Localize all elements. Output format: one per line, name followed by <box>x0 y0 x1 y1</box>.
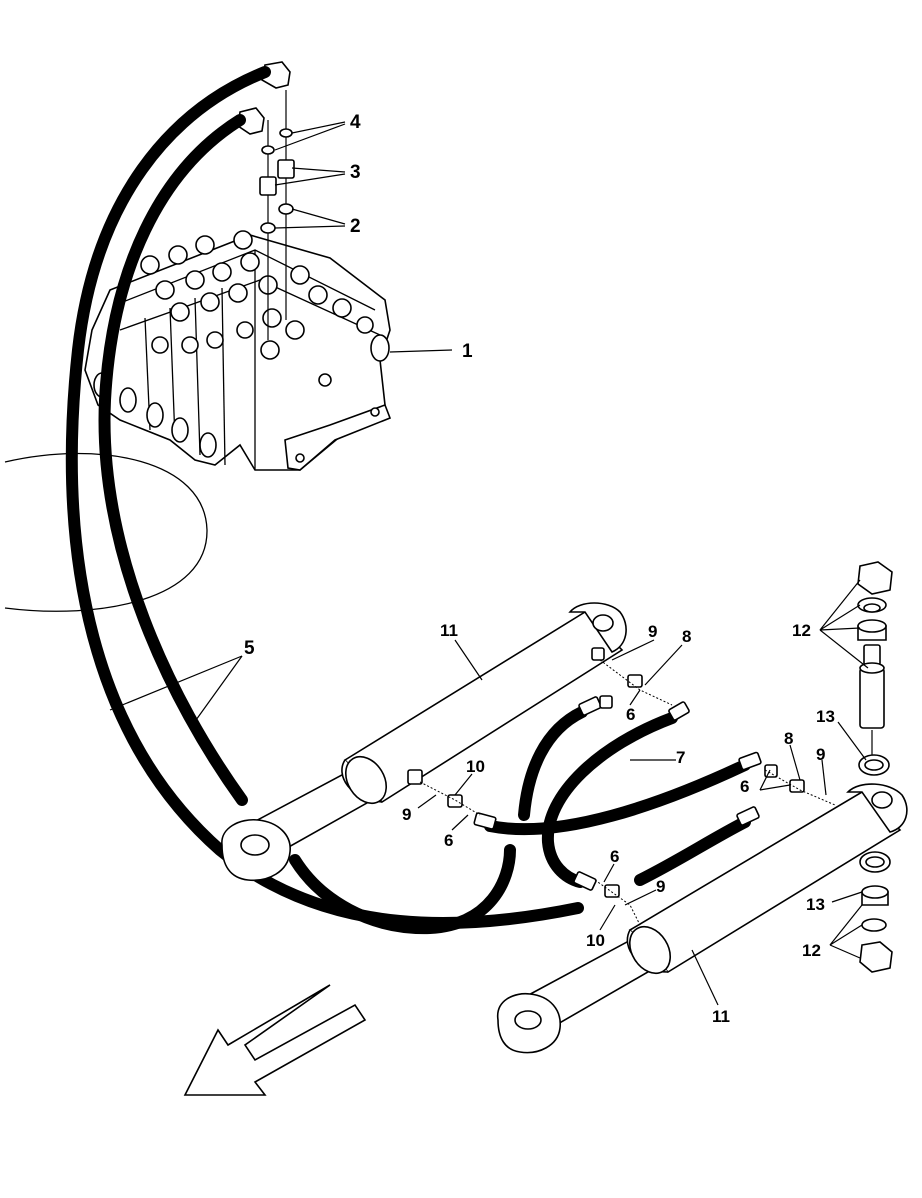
callout-9-left: 9 <box>402 805 411 824</box>
callout-7: 7 <box>676 748 685 767</box>
valve-port-bolts <box>140 230 374 360</box>
short-hoses <box>484 706 751 888</box>
callout-6-lower: 6 <box>610 847 619 866</box>
callout-8-upper: 8 <box>682 627 691 646</box>
callout-10-lower: 10 <box>586 931 605 950</box>
pin-stack-upper <box>857 561 893 776</box>
callout-13-lower: 13 <box>806 895 825 914</box>
callout-9-right: 9 <box>816 745 825 764</box>
upper-cylinder <box>221 602 627 881</box>
valve-spool-ends <box>93 372 217 458</box>
lower-cylinder <box>497 783 908 1054</box>
long-hoses <box>65 66 584 935</box>
callout-5: 5 <box>244 638 255 659</box>
pin-stack-lower <box>859 851 893 973</box>
callout-6-upper: 6 <box>626 705 635 724</box>
callout-labels: 1 2 3 4 5 11 9 8 6 7 10 9 6 8 9 6 6 9 10… <box>244 112 835 1026</box>
callout-12-upper: 12 <box>792 621 811 640</box>
callout-8-right: 8 <box>784 729 793 748</box>
callout-2: 2 <box>350 216 361 237</box>
callout-10-upper: 10 <box>466 757 485 776</box>
callout-1: 1 <box>462 341 473 362</box>
callout-11-lower: 11 <box>712 1007 730 1026</box>
callout-4: 4 <box>350 112 361 133</box>
swing-circle-outline <box>4 452 208 612</box>
callout-12-lower: 12 <box>802 941 821 960</box>
callout-11-upper: 11 <box>440 621 458 640</box>
fitting-stack <box>237 61 295 234</box>
callout-9-lower: 9 <box>656 877 665 896</box>
callout-6-left: 6 <box>444 831 453 850</box>
callout-6-right: 6 <box>740 777 749 796</box>
callout-9-upper: 9 <box>648 622 657 641</box>
callout-13-upper: 13 <box>816 707 835 726</box>
callout-3: 3 <box>350 162 361 183</box>
control-valve-block <box>84 230 392 471</box>
front-direction-arrow <box>183 984 367 1096</box>
leader-lines <box>109 121 869 1006</box>
hose-fittings <box>447 674 805 898</box>
